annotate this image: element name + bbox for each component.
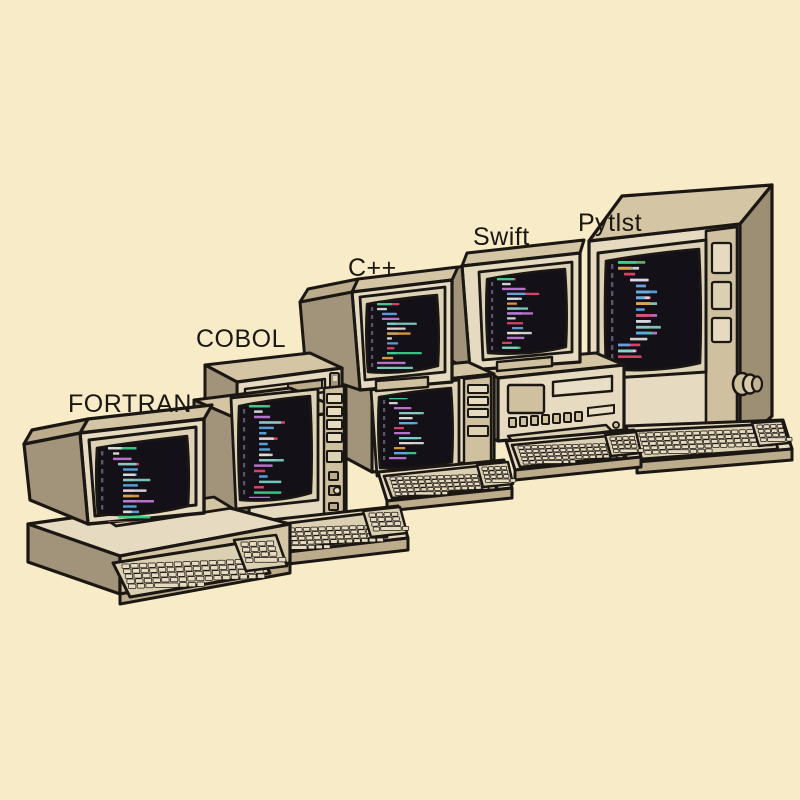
fortran-screen-gutter	[101, 451, 104, 510]
swift-display-panel	[506, 383, 546, 415]
fortran-screen-code	[108, 447, 154, 522]
cpp-drive-bay-2	[467, 396, 489, 406]
cobol-screen	[237, 394, 313, 502]
pytlst-screen-code	[618, 261, 661, 358]
pytlst-tower-side	[738, 183, 774, 448]
cobol-numpad-keys	[368, 511, 410, 532]
fortran-screen	[94, 434, 191, 517]
swift-power-led	[612, 421, 620, 429]
pytlst-screen	[603, 247, 703, 372]
cobol-drive-bay-4	[326, 432, 343, 443]
pytlst-keyboard-deck-front	[635, 447, 794, 475]
pytlst-drive-bay-1	[710, 241, 733, 275]
fortran-monitor-left-top	[22, 417, 90, 446]
cobol-screen-gutter	[243, 409, 246, 495]
fortran-station	[22, 403, 292, 606]
cobol-drive-bay-2	[326, 406, 343, 417]
pytlst-station	[587, 183, 794, 475]
cobol-reset-button[interactable]	[328, 485, 341, 496]
label-cobol: COBOL	[196, 325, 286, 353]
swift-screen	[485, 267, 568, 355]
fortran-numpad-keys	[240, 540, 287, 563]
cpp-drive-bay-3	[467, 408, 489, 418]
swift-long-slot	[587, 403, 615, 418]
swift-monitor-stand	[495, 355, 554, 373]
fortran-keyboard-keys	[121, 558, 266, 589]
label-cpp: C++	[348, 254, 397, 282]
label-swift: Swift	[473, 223, 530, 251]
cobol-drive-bay-3	[326, 419, 343, 430]
cpp-screen-code	[377, 303, 422, 369]
pytlst-drive-bay-3	[710, 316, 733, 344]
pytlst-power-knob[interactable]	[731, 371, 764, 397]
cpp-lower-screen	[377, 386, 454, 470]
cobol-drive-bay-1	[326, 393, 343, 404]
swift-keyboard-deck-front	[513, 455, 643, 482]
cpp-drive-bay-1	[467, 384, 489, 394]
swift-button-row[interactable]	[508, 411, 583, 428]
cpp-numpad-keys	[481, 466, 517, 483]
cpp-drive-bay-4	[467, 425, 489, 437]
cpp-monitor-left-top	[298, 277, 360, 304]
swift-numpad-keys	[609, 436, 645, 453]
pytlst-numpad-keys	[756, 423, 793, 442]
swift-drive-slot	[551, 374, 614, 398]
cpp-lower-screen-code	[389, 398, 424, 460]
cobol-station	[192, 351, 410, 570]
cpp-station	[298, 265, 517, 513]
cobol-power-button[interactable]	[328, 471, 339, 481]
cobol-topunit-eject-icon[interactable]	[329, 372, 340, 388]
cpp-monitor-stand	[374, 375, 430, 393]
cobol-led-indicator	[328, 502, 339, 511]
swift-screen-code	[497, 278, 540, 349]
language-labels: FORTRAN COBOL C++ Swift Pytlst	[68, 209, 642, 418]
cobol-drive-bay-5	[326, 450, 343, 463]
cobol-screen-code	[249, 405, 286, 498]
swift-screen-gutter	[491, 282, 494, 350]
label-fortran: FORTRAN	[68, 390, 192, 418]
cpp-lower-screen-gutter	[383, 400, 386, 460]
cpp-screen-gutter	[371, 307, 374, 367]
pytlst-drive-bay-2	[710, 280, 733, 311]
label-pytlst: Pytlst	[578, 209, 642, 237]
